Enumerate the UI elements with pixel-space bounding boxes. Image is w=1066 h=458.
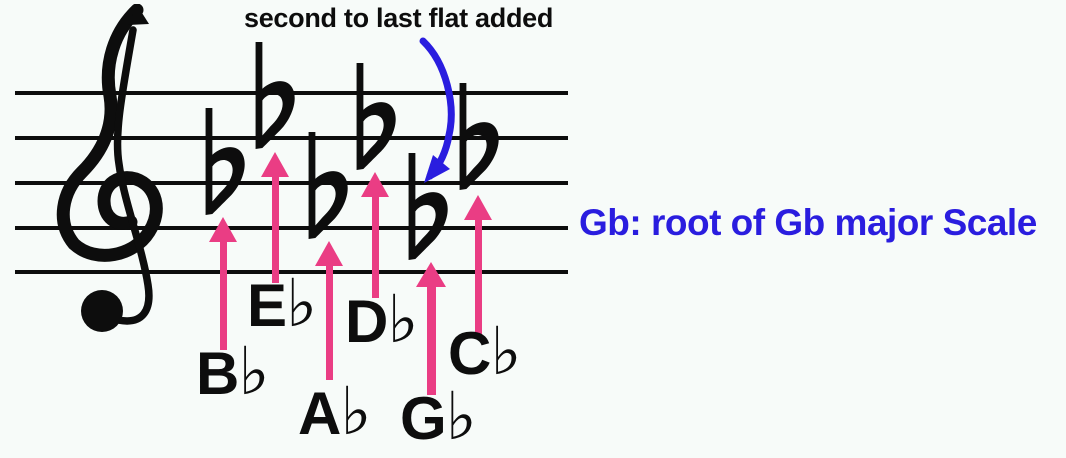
label-a-flat-sign: ♭ — [340, 374, 371, 448]
arrow-to-g-flat-icon — [416, 262, 446, 395]
label-b-flat-sign: ♭ — [238, 334, 269, 408]
label-c-flat-sign: ♭ — [490, 314, 521, 388]
label-e-flat: E♭ — [247, 270, 317, 336]
staff-flat-a-icon — [308, 132, 350, 239]
arrow-to-b-flat-icon — [209, 217, 237, 350]
annotation-second-to-last-flat: second to last flat added — [244, 3, 554, 33]
label-g-flat-sign: ♭ — [445, 379, 477, 453]
staff-flat-b-icon — [205, 108, 247, 215]
label-b-flat: B♭ — [196, 338, 269, 404]
curved-arrow-to-g-flat-icon — [419, 37, 455, 183]
staff-flat-d-icon — [356, 63, 398, 170]
staff-line-2 — [15, 136, 568, 140]
label-d-flat: D♭ — [345, 286, 418, 352]
arrow-to-e-flat-icon — [261, 152, 289, 283]
caption-gb-root: Gb: root of Gb major Scale — [579, 202, 1037, 243]
label-d-flat-sign: ♭ — [387, 282, 418, 356]
label-b-letter: B — [196, 340, 239, 407]
label-g-flat: G♭ — [400, 383, 477, 449]
label-g-letter: G — [400, 385, 447, 452]
label-a-flat: A♭ — [298, 378, 371, 444]
arrow-to-d-flat-icon — [361, 172, 389, 298]
label-a-letter: A — [298, 380, 341, 447]
arrow-to-c-flat-icon — [464, 195, 492, 335]
staff-line-5 — [15, 270, 568, 274]
label-e-letter: E — [247, 272, 287, 339]
arrow-to-a-flat-icon — [315, 241, 343, 380]
staff-flat-c-icon — [459, 83, 501, 190]
label-c-flat: C♭ — [448, 318, 521, 384]
treble-clef-icon — [56, 4, 163, 332]
label-e-flat-sign: ♭ — [286, 266, 317, 340]
label-d-letter: D — [345, 288, 388, 355]
staff-flat-e-icon — [255, 42, 297, 149]
staff-line-3 — [15, 181, 568, 185]
staff-line-4 — [15, 226, 568, 230]
label-c-letter: C — [448, 320, 491, 387]
